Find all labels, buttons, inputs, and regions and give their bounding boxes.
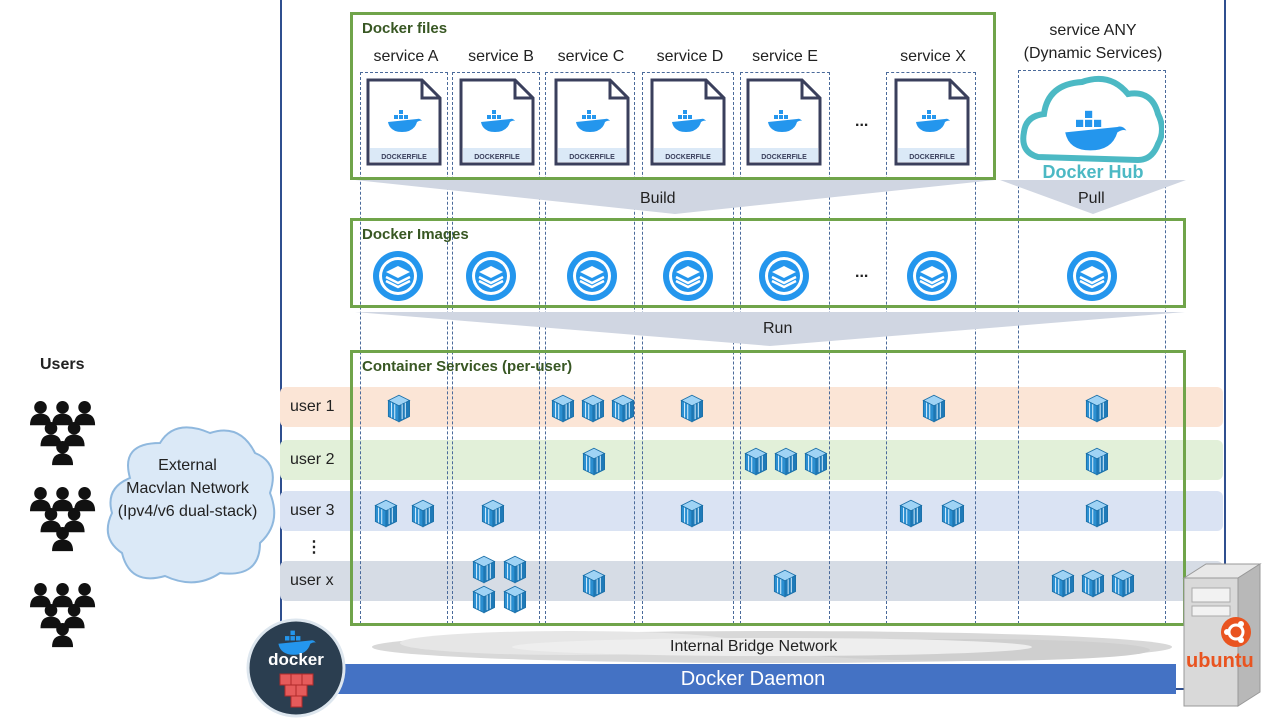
container-cube-icon	[611, 394, 635, 423]
container-cube-icon	[374, 499, 398, 528]
users-title: Users	[40, 356, 85, 373]
container-cube-icon	[941, 499, 965, 528]
docker-image-icon	[662, 250, 714, 302]
user-1-label: user 1	[290, 398, 335, 415]
external-network-line2: Macvlan Network	[126, 480, 249, 497]
user-3-label: user 3	[290, 502, 335, 519]
service-c-label: service C	[557, 48, 625, 65]
user-group-icon	[30, 400, 96, 466]
container-cube-icon	[582, 569, 606, 598]
dockerfile-icon: DOCKERFILE	[746, 78, 822, 166]
container-cube-icon	[1111, 569, 1135, 598]
external-network-line3: (Ipv4/v6 dual-stack)	[117, 503, 258, 520]
docker-logo-label: docker	[268, 650, 324, 669]
user-row-3	[280, 491, 1223, 531]
svg-text:DOCKERFILE: DOCKERFILE	[381, 154, 427, 161]
container-cube-icon	[899, 499, 923, 528]
docker-images-title: Docker Images	[362, 226, 469, 243]
run-label: Run	[763, 320, 793, 337]
container-cube-icon	[472, 555, 496, 584]
user-ellipsis: ⋮	[306, 539, 322, 556]
docker-images-group	[350, 218, 1186, 308]
service-a-label: service A	[373, 48, 439, 65]
external-network-line1: External	[158, 457, 217, 474]
container-cube-icon	[680, 499, 704, 528]
docker-daemon-bar: Docker Daemon	[330, 664, 1176, 694]
ubuntu-label: ubuntu	[1186, 650, 1254, 672]
container-cube-icon	[581, 394, 605, 423]
service-d-label: service D	[656, 48, 724, 65]
svg-text:DOCKERFILE: DOCKERFILE	[474, 154, 520, 161]
docker-hub-label: Docker Hub	[1042, 162, 1144, 182]
service-e-label: service E	[752, 48, 818, 65]
dockerfile-icon: DOCKERFILE	[459, 78, 535, 166]
user-2-label: user 2	[290, 451, 335, 468]
svg-text:DOCKERFILE: DOCKERFILE	[761, 154, 807, 161]
container-services-group	[350, 350, 1186, 626]
external-network-cloud-icon	[106, 426, 276, 584]
docker-image-icon	[758, 250, 810, 302]
dockerfile-icon: DOCKERFILE	[366, 78, 442, 166]
pull-arrow	[1000, 180, 1186, 214]
docker-image-icon	[1066, 250, 1118, 302]
container-cube-icon	[1081, 569, 1105, 598]
svg-text:DOCKERFILE: DOCKERFILE	[909, 154, 955, 161]
container-cube-icon	[472, 585, 496, 614]
bridge-network-cloud-icon	[372, 631, 1172, 663]
user-row-1	[280, 387, 1223, 427]
user-group-icon	[30, 582, 96, 648]
container-cube-icon	[411, 499, 435, 528]
container-cube-icon	[481, 499, 505, 528]
service-any-sublabel: (Dynamic Services)	[1023, 45, 1163, 62]
pull-label: Pull	[1078, 190, 1105, 207]
run-arrow	[355, 312, 1185, 346]
service-b-label: service B	[468, 48, 534, 65]
dockerfile-icon: DOCKERFILE	[894, 78, 970, 166]
docker-image-icon	[906, 250, 958, 302]
container-cube-icon	[744, 447, 768, 476]
docker-files-ellipsis: ...	[855, 113, 869, 130]
docker-image-icon	[566, 250, 618, 302]
bridge-network-label: Internal Bridge Network	[670, 638, 838, 655]
container-cube-icon	[551, 394, 575, 423]
docker-files-group	[350, 12, 996, 180]
container-services-title: Container Services (per-user)	[362, 358, 573, 375]
container-cube-icon	[1085, 394, 1109, 423]
docker-images-ellipsis: ...	[855, 264, 869, 281]
user-group-icon	[30, 486, 96, 552]
build-arrow	[355, 180, 995, 214]
service-any-label: service ANY	[1049, 22, 1137, 39]
container-cube-icon	[1085, 447, 1109, 476]
container-cube-icon	[503, 585, 527, 614]
container-cube-icon	[1085, 499, 1109, 528]
container-cube-icon	[582, 447, 606, 476]
svg-text:DOCKERFILE: DOCKERFILE	[665, 154, 711, 161]
container-cube-icon	[773, 569, 797, 598]
container-cube-icon	[774, 447, 798, 476]
build-label: Build	[640, 190, 676, 207]
service-x-label: service X	[900, 48, 966, 65]
docker-files-title: Docker files	[362, 20, 448, 37]
docker-logo-icon	[246, 618, 346, 718]
docker-image-icon	[465, 250, 517, 302]
svg-text:DOCKERFILE: DOCKERFILE	[569, 154, 615, 161]
user-x-label: user x	[290, 572, 334, 589]
container-cube-icon	[804, 447, 828, 476]
container-cube-icon	[503, 555, 527, 584]
ubuntu-server-icon	[1182, 563, 1262, 707]
docker-image-icon	[372, 250, 424, 302]
container-cube-icon	[387, 394, 411, 423]
dockerfile-icon: DOCKERFILE	[554, 78, 630, 166]
docker-hub-cloud-icon	[1020, 76, 1164, 164]
container-cube-icon	[1051, 569, 1075, 598]
container-cube-icon	[922, 394, 946, 423]
container-cube-icon	[680, 394, 704, 423]
dockerfile-icon: DOCKERFILE	[650, 78, 726, 166]
